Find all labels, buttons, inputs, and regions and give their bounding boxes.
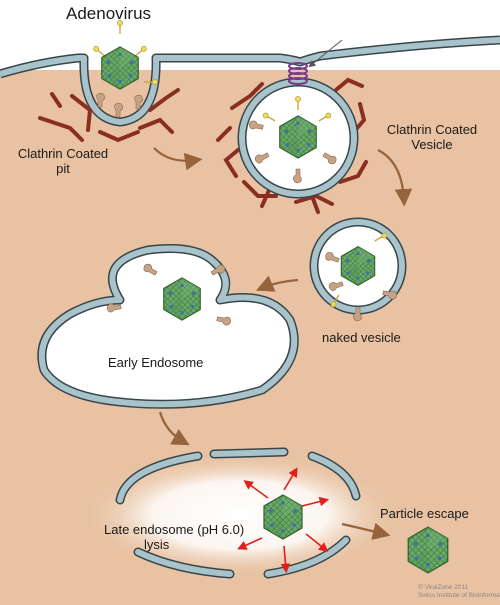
early-endosome-label: Early Endosome [108, 355, 204, 370]
late-endosome-label: Late endosome (pH 6.0) lysis [104, 522, 244, 552]
clathrin-pit-label-line1: Clathrin Coated [17, 146, 109, 161]
clathrin-pit-label-line2: pit [56, 161, 70, 176]
copyright-credit: © ViralZone 2011 Swiss Institute of Bioi… [418, 584, 500, 600]
late-endosome [80, 447, 400, 579]
clathrin-vesicle-label-line1: Clathrin Coated [386, 122, 478, 137]
clathrin-pit-label: Clathrin Coated pit [4, 146, 122, 176]
dynamin-pointer-arrow [308, 39, 343, 68]
naked-vesicle [309, 217, 407, 322]
dynamin-collar [288, 62, 308, 85]
clathrin-vesicle-label-line2: Vesicle [411, 137, 453, 152]
late-endosome-label-line1: Late endosome (pH 6.0) [104, 522, 245, 537]
clathrin-coated-vesicle [216, 77, 368, 214]
credit-line2: Swiss Institute of Bioinformatics [418, 592, 500, 599]
clathrin-vesicle-label: Clathrin Coated Vesicle [378, 122, 486, 152]
credit-line1: © ViralZone 2011 [418, 584, 469, 591]
early-endosome [37, 244, 299, 409]
process-arrows [153, 147, 413, 540]
naked-vesicle-label: naked vesicle [322, 330, 401, 345]
clathrin-lattice-pit [38, 88, 180, 143]
diagram-title: Adenovirus [66, 4, 152, 23]
particle-escape-label: Particle escape [380, 506, 469, 521]
late-endosome-label-line2: lysis [144, 537, 170, 552]
